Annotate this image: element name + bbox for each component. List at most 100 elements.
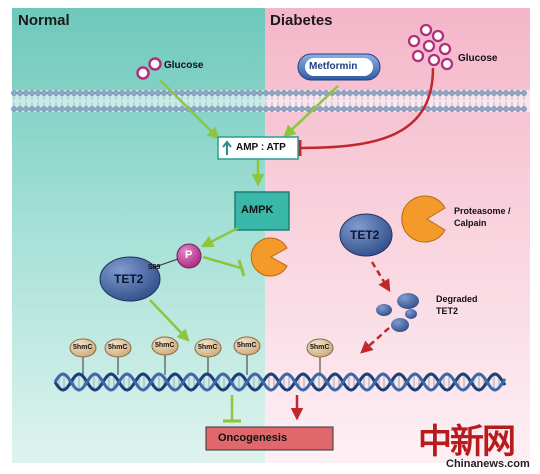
s99-label: S99: [148, 264, 161, 271]
lipid-head: [203, 106, 209, 112]
lipid-head: [503, 106, 509, 112]
lipid-head: [341, 106, 347, 112]
lipid-head: [161, 106, 167, 112]
lipid-head: [245, 90, 251, 96]
lipid-head: [89, 106, 95, 112]
phospho-circle: [176, 243, 202, 269]
lipid-head: [311, 90, 317, 96]
lipid-head: [449, 106, 455, 112]
lipid-head: [461, 90, 467, 96]
dna-strand: [53, 372, 507, 392]
tet2-left-blob: [99, 256, 161, 302]
inhibition-phospho-to-protease: [202, 255, 242, 270]
lipid-head: [29, 106, 35, 112]
normal-title: Normal: [18, 12, 70, 29]
lipid-head: [293, 90, 299, 96]
lipid-head: [71, 106, 77, 112]
lipid-head: [41, 90, 47, 96]
arrow-glucose-to-amp: [159, 79, 220, 140]
proteasome-icon: [401, 195, 446, 243]
lipid-head: [383, 106, 389, 112]
lipid-head: [377, 90, 383, 96]
tet2-left-label: TET2: [114, 272, 144, 286]
glucose-label-right: Glucose: [458, 53, 498, 64]
lipid-head: [437, 106, 443, 112]
glucose-molecules-right: [407, 23, 454, 71]
lipid-head: [353, 106, 359, 112]
lipid-head: [497, 106, 503, 112]
lipid-head: [395, 90, 401, 96]
lipid-head: [71, 90, 77, 96]
phospho-bond: [151, 258, 179, 269]
lipid-head: [221, 90, 227, 96]
ampk-label: AMPK: [241, 204, 274, 216]
lipid-head: [191, 90, 197, 96]
lipid-head: [197, 106, 203, 112]
lipid-head: [335, 90, 341, 96]
lipid-head: [107, 90, 113, 96]
fivehmc-label-6: 5hmC: [310, 344, 330, 351]
lipid-head: [443, 90, 449, 96]
lipid-head: [407, 90, 413, 96]
lipid-head: [353, 90, 359, 96]
lipid-head: [53, 90, 59, 96]
lipid-head: [209, 90, 215, 96]
lipid-head: [149, 106, 155, 112]
lipid-head: [401, 90, 407, 96]
lipid-head: [263, 106, 269, 112]
lipid-head: [371, 106, 377, 112]
tet2-right-blob: [339, 213, 393, 257]
fivehmc-label-5: 5hmC: [237, 342, 257, 349]
lipid-head: [509, 106, 515, 112]
lipid-head: [359, 106, 365, 112]
fivehmc-ball-2: [104, 338, 132, 358]
amp-atp-box: [217, 136, 299, 160]
lipid-head: [299, 106, 305, 112]
tet2-right-label: TET2: [350, 228, 380, 242]
lipid-head: [251, 90, 257, 96]
fivehmc-label-3: 5hmC: [155, 342, 175, 349]
arrow-metformin-to-amp: [283, 85, 339, 138]
lipid-head: [371, 90, 377, 96]
degraded-label-1: Degraded: [436, 294, 478, 304]
lipid-head: [11, 90, 17, 96]
lipid-head: [449, 90, 455, 96]
lipid-head: [221, 106, 227, 112]
lipid-head: [431, 106, 437, 112]
amp-atp-label: AMP : ATP: [236, 142, 286, 153]
lipid-head: [65, 90, 71, 96]
lipid-head: [17, 106, 23, 112]
lipid-head: [131, 106, 137, 112]
lipid-head: [365, 90, 371, 96]
lipid-head: [65, 106, 71, 112]
inhibition-bar-protease: [237, 259, 246, 277]
lipid-head: [35, 90, 41, 96]
lipid-head: [305, 106, 311, 112]
lipid-head: [11, 106, 17, 112]
lipid-head: [455, 90, 461, 96]
lipid-head: [113, 106, 119, 112]
lipid-head: [287, 90, 293, 96]
fivehmc-ball-6: [306, 338, 334, 358]
lipid-head: [239, 106, 245, 112]
lipid-head: [323, 90, 329, 96]
lipid-head: [89, 90, 95, 96]
lipid-head: [515, 90, 521, 96]
lipid-head: [119, 90, 125, 96]
oncogenesis-box: [205, 426, 334, 451]
inhibition-glucose-to-amp: [299, 67, 435, 150]
lipid-head: [209, 106, 215, 112]
lipid-head: [95, 106, 101, 112]
lipid-head: [197, 90, 203, 96]
lipid-head: [107, 106, 113, 112]
lipid-head: [287, 106, 293, 112]
lipid-head: [203, 90, 209, 96]
glucose-molecules-left: [136, 57, 162, 80]
lipid-head: [161, 90, 167, 96]
lipid-head: [347, 90, 353, 96]
lipid-head: [389, 90, 395, 96]
lipid-head: [437, 90, 443, 96]
lipid-head: [293, 106, 299, 112]
lipid-head: [473, 106, 479, 112]
lipid-head: [83, 106, 89, 112]
